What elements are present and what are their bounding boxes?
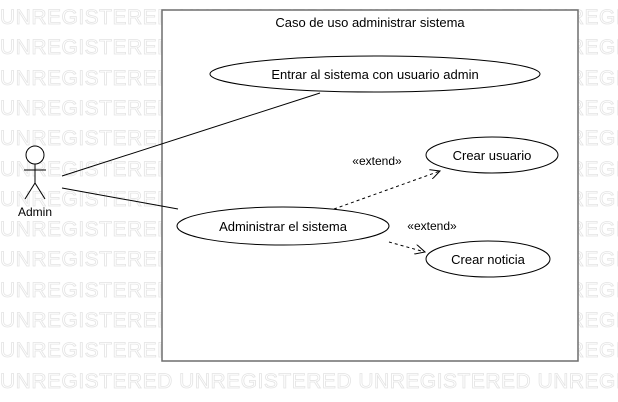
extend-label-crear-usuario: «extend» bbox=[352, 154, 402, 168]
use-case-entrar[interactable]: Entrar al sistema con usuario admin bbox=[209, 55, 541, 93]
use-case-entrar-label: Entrar al sistema con usuario admin bbox=[271, 67, 478, 82]
use-case-administrar-label: Administrar el sistema bbox=[219, 219, 348, 234]
system-boundary-title: Caso de uso administrar sistema bbox=[275, 15, 465, 30]
actor-admin[interactable]: Admin bbox=[18, 145, 52, 219]
association-admin-entrar[interactable] bbox=[61, 92, 321, 177]
use-case-crear-usuario[interactable]: Crear usuario bbox=[425, 136, 559, 174]
use-case-crear-noticia[interactable]: Crear noticia bbox=[425, 240, 551, 278]
stick-figure-icon bbox=[24, 145, 46, 200]
use-case-administrar[interactable]: Administrar el sistema bbox=[176, 206, 390, 246]
extend-label-crear-noticia: «extend» bbox=[407, 219, 457, 233]
use-case-crear-usuario-label: Crear usuario bbox=[453, 148, 532, 163]
extend-arrow-crear-noticia[interactable] bbox=[388, 241, 425, 252]
use-case-crear-noticia-label: Crear noticia bbox=[451, 252, 525, 267]
extend-arrow-crear-usuario[interactable] bbox=[333, 171, 440, 210]
association-admin-administrar[interactable] bbox=[61, 187, 179, 210]
actor-label: Admin bbox=[18, 205, 52, 219]
